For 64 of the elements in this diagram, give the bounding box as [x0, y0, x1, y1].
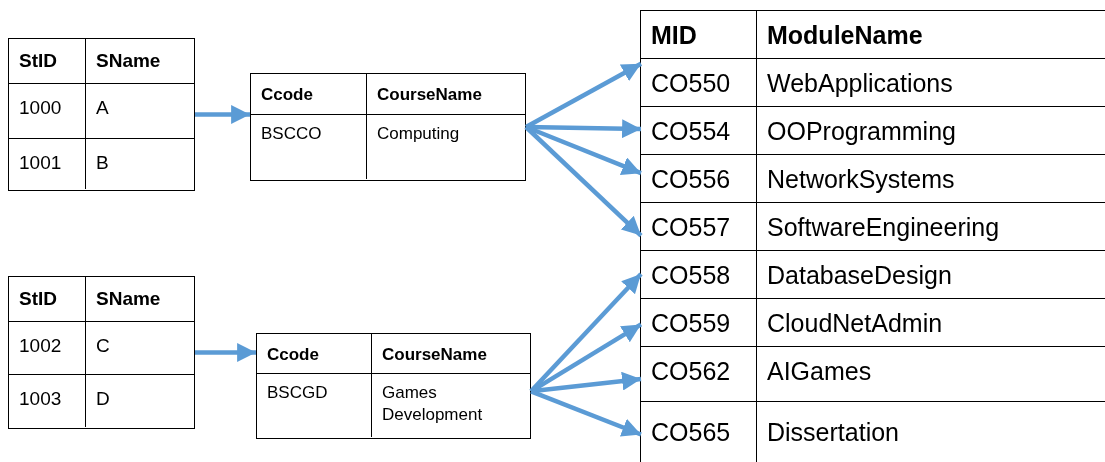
arrow: [195, 105, 250, 124]
table-cell: AIGames: [756, 347, 1105, 401]
table-cell: CloudNetAdmin: [756, 299, 1105, 346]
table-cell-text: 1000: [18, 96, 63, 120]
table-row: [9, 374, 194, 427]
table-row: [641, 250, 1105, 298]
table-cell-text: BSCCO: [260, 123, 323, 145]
table-cell-text: CO556: [650, 164, 732, 195]
table: [8, 276, 195, 429]
header-cell-text: StID: [18, 49, 58, 73]
table-row: [641, 202, 1105, 250]
table-row: [641, 106, 1105, 154]
table-row: [9, 138, 194, 189]
header-cell: CourseName: [371, 334, 489, 373]
table-cell: B: [85, 139, 193, 189]
table-cell: Games Development: [371, 374, 489, 437]
header-cell-text: Ccode: [266, 344, 320, 366]
table-cell: SoftwareEngineering: [756, 203, 1105, 250]
table-cell: D: [85, 375, 193, 427]
header-cell-text: MID: [650, 20, 698, 51]
table-cell-text: BSCGD: [266, 382, 329, 404]
table-cell: OOProgramming: [756, 107, 1105, 154]
arrow: [529, 322, 643, 394]
table-cell-text: CO550: [650, 68, 732, 99]
header-cell: ModuleName: [756, 11, 1105, 58]
table-cell-text: 1003: [18, 387, 63, 411]
table: [640, 10, 1105, 462]
table-cell-text: 1002: [18, 334, 63, 358]
arrow: [524, 61, 643, 129]
arrow: [195, 343, 256, 362]
header-cell: SName: [85, 39, 193, 83]
arrow: [524, 125, 643, 238]
table-cell-text: CO557: [650, 212, 732, 243]
table-row: [641, 401, 1105, 462]
arrow: [530, 389, 642, 437]
table-row: [9, 321, 194, 374]
arrow: [525, 119, 642, 139]
header-cell-text: Ccode: [260, 84, 314, 106]
table-cell: C: [85, 322, 193, 374]
table-row: [641, 154, 1105, 202]
table-row: [641, 298, 1105, 346]
table-cell-text: CO565: [650, 417, 732, 448]
table-cell-text: 1001: [18, 151, 63, 175]
table-cell: A: [85, 84, 193, 138]
table-cell-text: CO558: [650, 260, 732, 291]
header-cell: CourseName: [366, 74, 524, 114]
table-row: [9, 83, 194, 138]
table-row: [641, 346, 1105, 401]
table: [250, 73, 526, 181]
table-cell-text: CO559: [650, 308, 732, 339]
table-cell: Dissertation: [756, 402, 1105, 462]
header-cell: SName: [85, 277, 193, 321]
table-row: [641, 58, 1105, 106]
table-cell-text: CO554: [650, 116, 732, 147]
table-cell: DatabaseDesign: [756, 251, 1105, 298]
table-cell-text: CO562: [650, 356, 732, 387]
table-row: [251, 114, 525, 179]
table-row: [257, 373, 530, 437]
table: [8, 38, 195, 191]
table-cell: Computing: [366, 115, 524, 179]
table: [256, 333, 531, 439]
table-cell: NetworkSystems: [756, 155, 1105, 202]
table-cell: WebApplications: [756, 59, 1105, 106]
header-cell-text: StID: [18, 287, 58, 311]
